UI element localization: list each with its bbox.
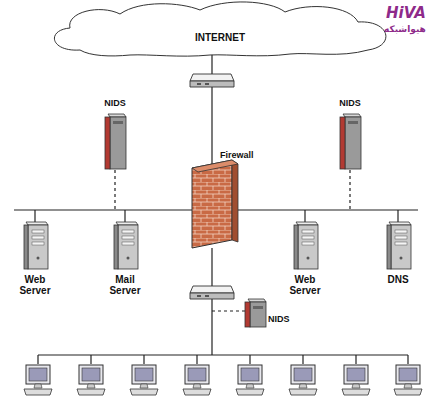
web-server: Web Server (280, 220, 330, 300)
node-label: INTERNET (40, 32, 400, 43)
node-shape (95, 98, 135, 170)
node-label: NIDS (330, 98, 370, 109)
node-label: NIDS (268, 314, 302, 325)
node-label: Web Server (10, 274, 60, 296)
node-label: Web Server (280, 274, 330, 296)
nids-sensor: NIDS (244, 298, 304, 328)
watermark-text: هیواشبکه (384, 24, 426, 34)
node-shape (280, 220, 330, 272)
internet-cloud: INTERNET (40, 0, 400, 58)
web-server: Web Server (10, 220, 60, 300)
node-shape (40, 0, 400, 58)
watermark-logo: HiVA (386, 4, 426, 22)
nids-sensor: NIDS (95, 98, 135, 170)
node-label: Mail Server (100, 274, 150, 296)
dns-server: DNS (373, 220, 423, 300)
mail-server: Mail Server (100, 220, 150, 300)
node-label: NIDS (95, 98, 135, 109)
node-shape (100, 220, 150, 272)
node-shape (330, 98, 370, 170)
node-shape (10, 220, 60, 272)
firewall-wall: Firewall (180, 118, 260, 250)
node-label: DNS (373, 274, 423, 285)
node-shape (180, 118, 260, 250)
node-shape (373, 220, 423, 272)
node-label: Firewall (220, 150, 260, 161)
nids-sensor: NIDS (330, 98, 370, 170)
